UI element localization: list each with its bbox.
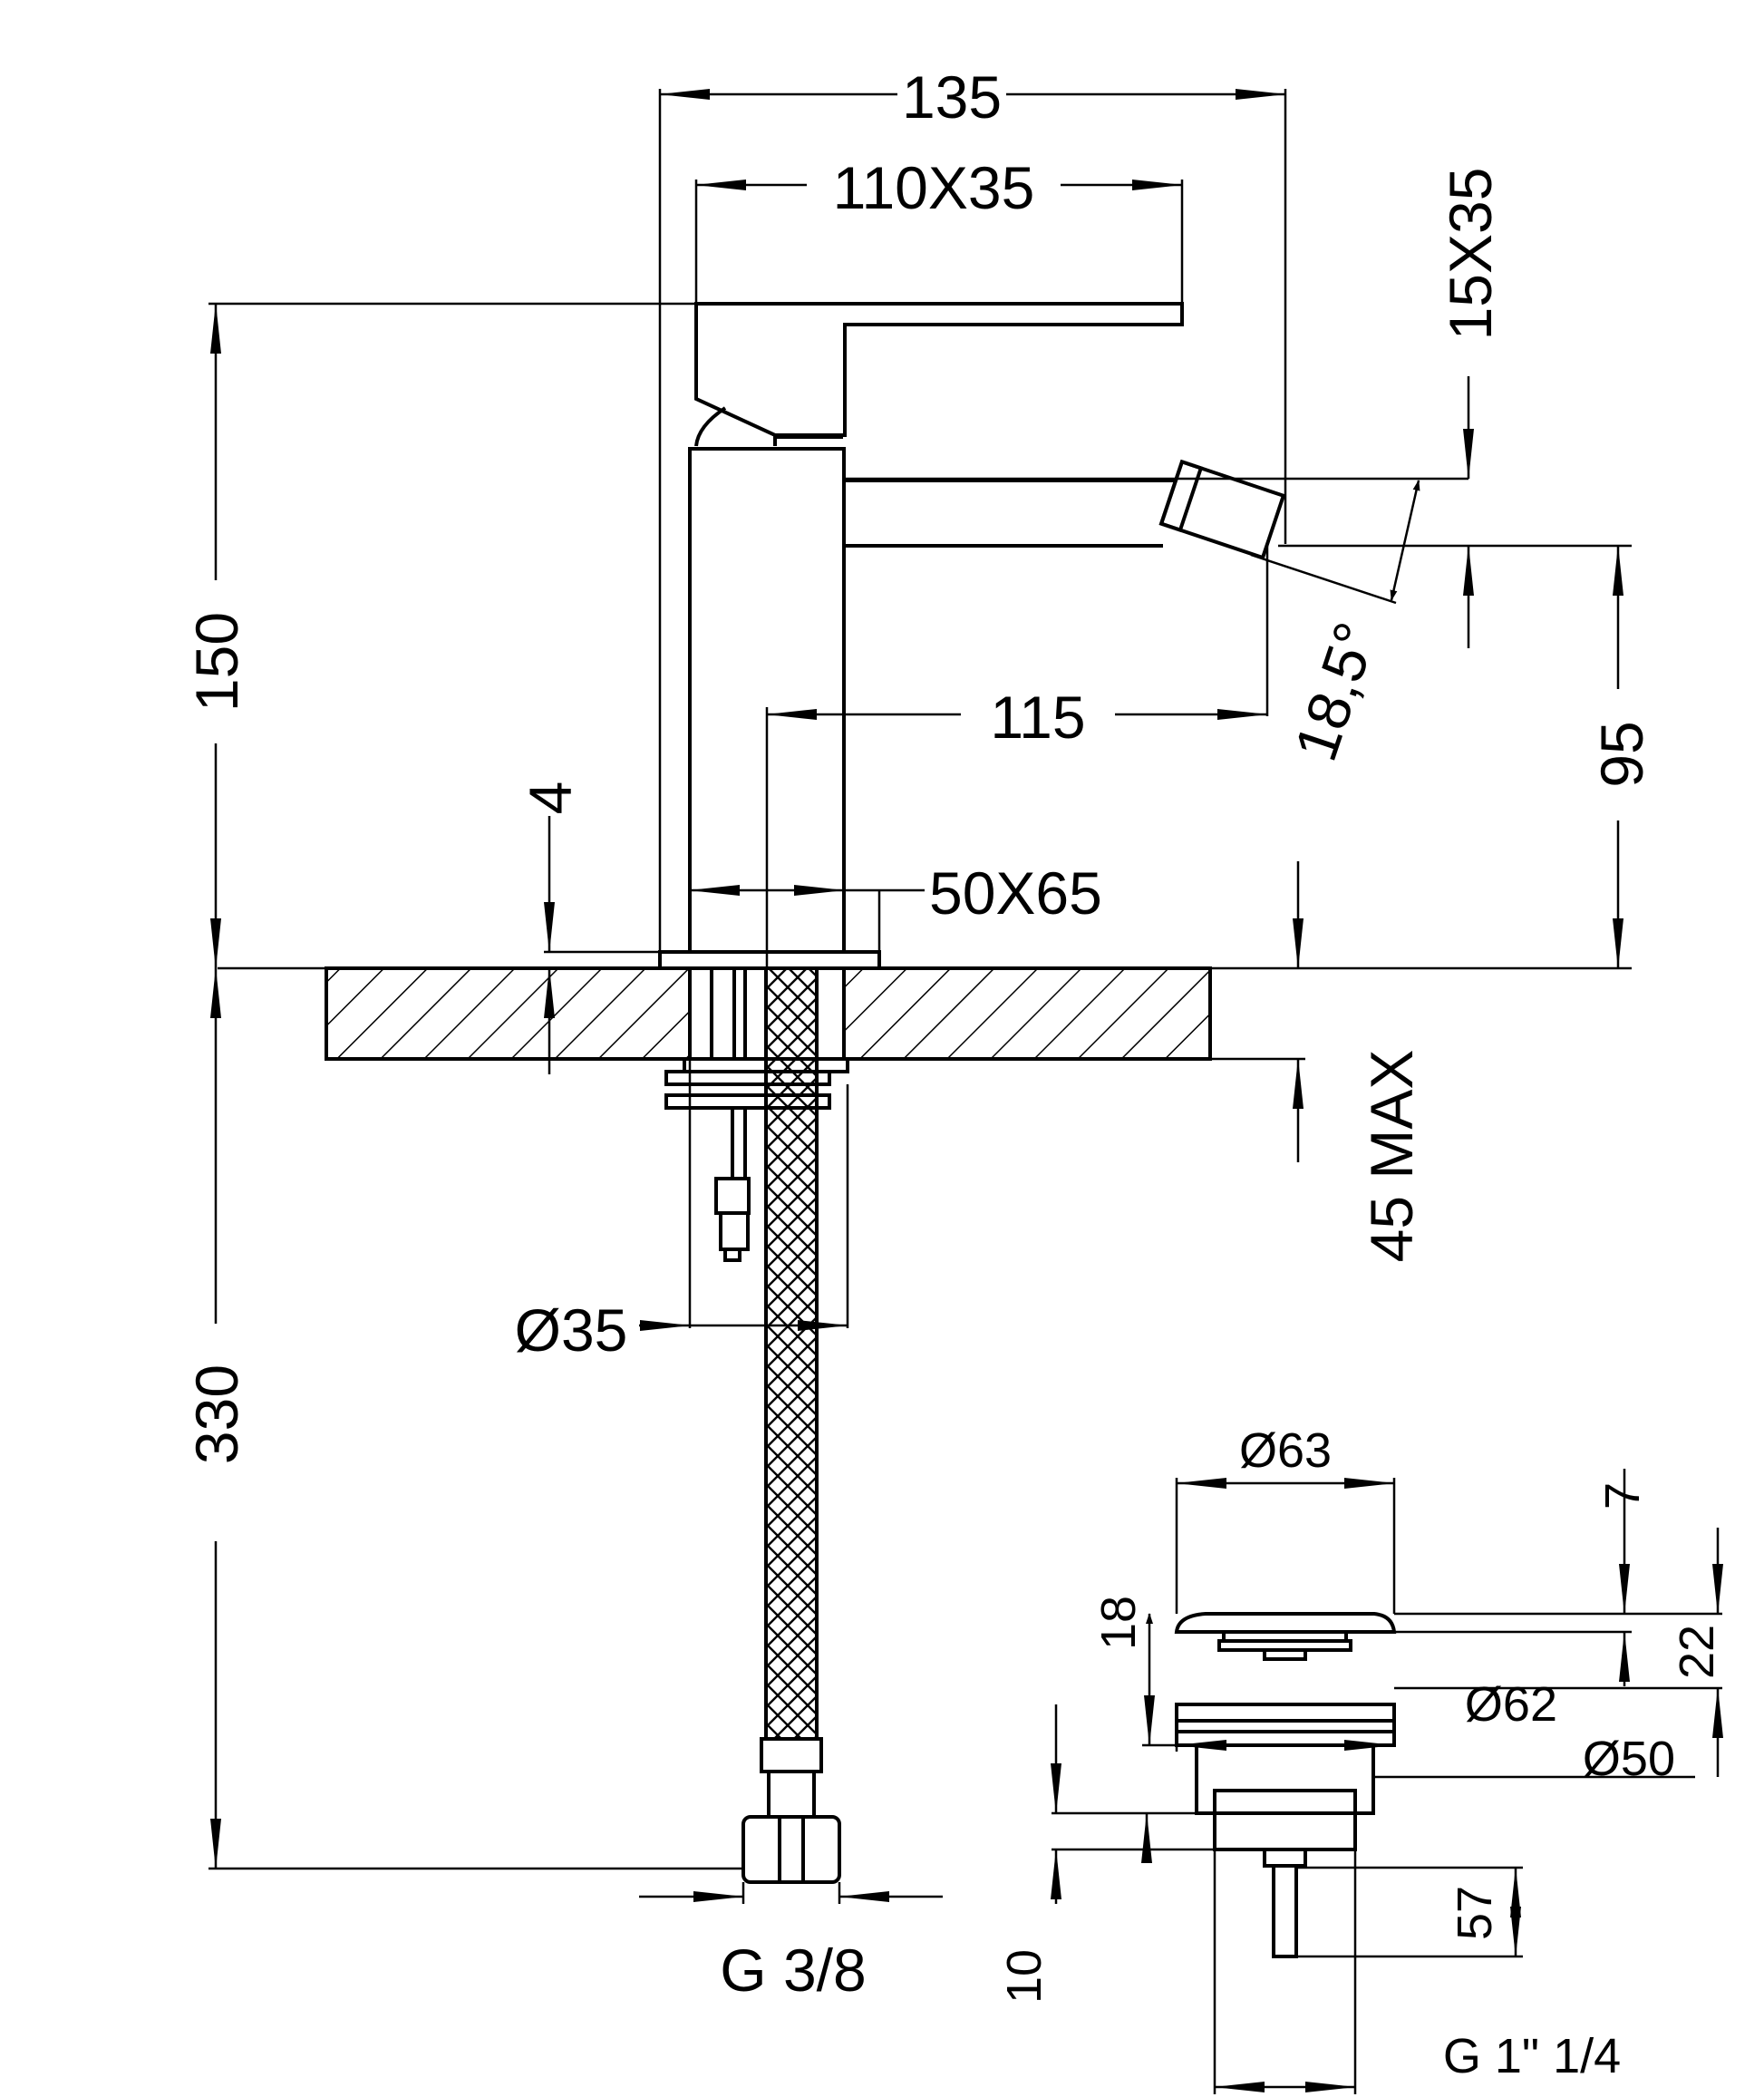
dim-shank-diameter	[639, 1059, 849, 1331]
label-height-150: 150	[183, 612, 250, 712]
waste-elevation: Ø63 7 18 22 Ø62	[997, 1423, 1724, 2094]
label-tail-height: 10	[997, 1949, 1052, 2004]
dim-tail-height	[1051, 1704, 1215, 1904]
label-handle-size: 110X35	[833, 154, 1035, 221]
dim-cap-diameter	[1175, 1478, 1396, 1614]
dim-flange-height	[1142, 1613, 1177, 1747]
label-height-95: 95	[1588, 721, 1655, 787]
dim-handle	[694, 180, 1184, 304]
dim-outlet-connection	[1213, 1849, 1357, 2094]
dim-height-150	[208, 302, 696, 969]
label-flange-height: 18	[1091, 1596, 1146, 1650]
label-shank-diameter: Ø35	[515, 1296, 628, 1364]
waste-tail	[1272, 1864, 1298, 1958]
base-plate	[658, 950, 881, 970]
waste-plug	[1263, 1648, 1307, 1661]
dim-tail-length	[1296, 1866, 1523, 1958]
label-outlet-connection: G 1" 1/4	[1443, 2029, 1621, 2083]
tap-elevation: 135 110X35 15X35 150 115	[183, 63, 1655, 2004]
lever-handle	[694, 302, 1184, 447]
label-hose-length: 330	[183, 1364, 250, 1464]
shank	[664, 966, 849, 1262]
dim-base-plate	[544, 816, 660, 1074]
label-body-section: 50X65	[929, 859, 1102, 927]
waste-thread-body	[1195, 1743, 1375, 1815]
braided-hose	[741, 966, 841, 1884]
label-spout-section: 15X35	[1437, 168, 1504, 341]
label-width-overall: 135	[902, 63, 1002, 131]
label-hose-connection: G 3/8	[720, 1937, 866, 2004]
dim-body-section	[689, 885, 925, 952]
label-base-plate: 4	[517, 782, 584, 815]
dim-reach-115	[765, 544, 1269, 968]
dim-hose-connection	[639, 1882, 943, 1904]
label-cap-diameter: Ø63	[1239, 1423, 1332, 1478]
label-thread-diameter: Ø50	[1583, 1732, 1675, 1786]
dim-cap-height	[1394, 1469, 1632, 1686]
waste-outlet	[1213, 1811, 1357, 1851]
dim-width-135	[658, 89, 1287, 952]
dim-body-height	[1394, 1528, 1723, 1777]
waste-cap	[1174, 1612, 1397, 1634]
dim-flange-diameter	[1175, 1740, 1395, 1752]
label-deck-thickness: 45 MAX	[1358, 1050, 1425, 1263]
dim-angle	[1250, 480, 1420, 605]
label-spout-angle: 18,5°	[1282, 615, 1390, 769]
dim-spout-section	[844, 376, 1474, 481]
label-tail-length: 57	[1448, 1886, 1502, 1940]
dim-hose-length	[208, 967, 743, 1870]
spout	[844, 459, 1286, 560]
label-flange-diameter: Ø62	[1465, 1677, 1557, 1732]
label-reach-115: 115	[990, 684, 1085, 751]
label-body-height: 22	[1670, 1625, 1724, 1679]
label-cap-height: 7	[1595, 1482, 1650, 1510]
dim-deck-thickness	[1210, 861, 1305, 1162]
dim-height-95	[1278, 544, 1632, 969]
waste-flange	[1175, 1703, 1396, 1747]
